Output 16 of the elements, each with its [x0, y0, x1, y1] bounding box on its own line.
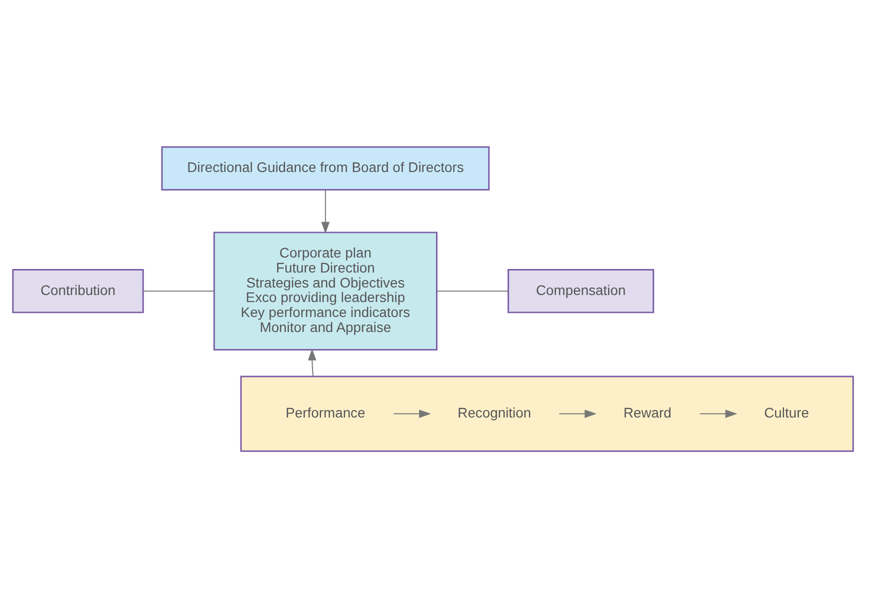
- arrow: [308, 348, 316, 378]
- arrow: [393, 410, 432, 418]
- node-text: Reward: [623, 404, 672, 420]
- node-text: Recognition: [458, 404, 532, 420]
- connector: [436, 290, 509, 292]
- arrow: [699, 410, 738, 418]
- arrow: [321, 189, 330, 234]
- arrow: [558, 410, 597, 418]
- node-box: Compensation: [508, 268, 654, 314]
- node-box: Directional Guidance from Board of Directors: [161, 146, 490, 190]
- cluster: [240, 376, 854, 452]
- node-text: Performance: [286, 404, 366, 420]
- node-box: Corporate plan Future Direction Strategies and Objectives Exco providing leadership Key performance indicators Monitor and Appraise: [213, 232, 438, 350]
- connector: [142, 290, 215, 292]
- node-text: Culture: [764, 404, 809, 420]
- node-box: Contribution: [12, 268, 144, 314]
